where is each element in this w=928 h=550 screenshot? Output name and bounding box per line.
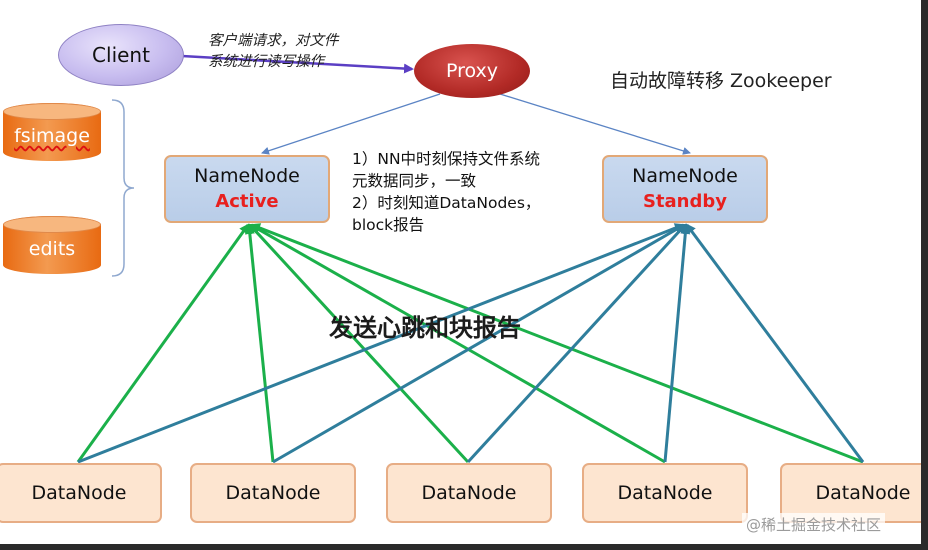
watermark: @稀土掘金技术社区 [742,513,886,536]
namenode-standby-title: NameNode [632,165,738,187]
edits-storage-icon: edits [3,216,101,274]
proxy-standby-arrow [499,93,691,155]
link-dn2-standby [272,223,686,464]
proxy-label: Proxy [445,60,499,82]
link-dn1-standby [77,223,685,464]
zookeeper-label: 自动故障转移 Zookeeper [610,70,832,92]
link-dn3-active [248,223,470,464]
namenode-active: NameNode Active [164,155,330,223]
datanode-4: DataNode [582,463,748,523]
link-dn5-standby [685,223,865,463]
desc-line3: 2）时刻知道DataNodes， [352,194,541,212]
link-dn1-active [76,223,250,463]
namenode-standby: NameNode Standby [602,155,768,223]
edits-label: edits [28,238,76,260]
frame-edge-bottom [0,544,928,550]
link-dn5-active [250,223,864,464]
link-dn3-standby [466,223,687,464]
link-dn4-active [249,223,666,464]
link-dn4-standby [663,224,691,463]
client-request-note: 客户端请求，对文件 系统进行读写操作 [208,31,339,73]
proxy-active-arrow [261,93,441,155]
proxy-node: Proxy [414,44,530,98]
heartbeat-label: 发送心跳和块报告 [329,313,521,342]
sync-description: 1）NN中时刻保持文件系统 元数据同步，一致 2）时刻知道DataNodes， … [352,148,592,236]
desc-line4: block报告 [352,216,425,234]
client-label: Client [92,43,150,67]
desc-line2: 元数据同步，一致 [352,172,477,190]
frame-edge-right [921,0,928,550]
fsimage-label: fsimage [14,125,90,147]
namenode-active-state: Active [215,191,279,212]
fsimage-storage-icon: fsimage [3,103,101,161]
client-note-line1: 客户端请求，对文件 [208,33,339,49]
desc-line1: 1）NN中时刻保持文件系统 [352,150,541,168]
storage-bracket [111,99,135,277]
datanode-1: DataNode [0,463,162,523]
namenode-standby-state: Standby [642,191,728,212]
client-node: Client [58,24,184,86]
datanode-3: DataNode [386,463,552,523]
client-note-line2: 系统进行读写操作 [208,54,324,70]
link-dn2-active [244,224,275,463]
namenode-active-title: NameNode [194,165,300,187]
client-proxy-arrow [181,54,414,74]
datanode-2: DataNode [190,463,356,523]
